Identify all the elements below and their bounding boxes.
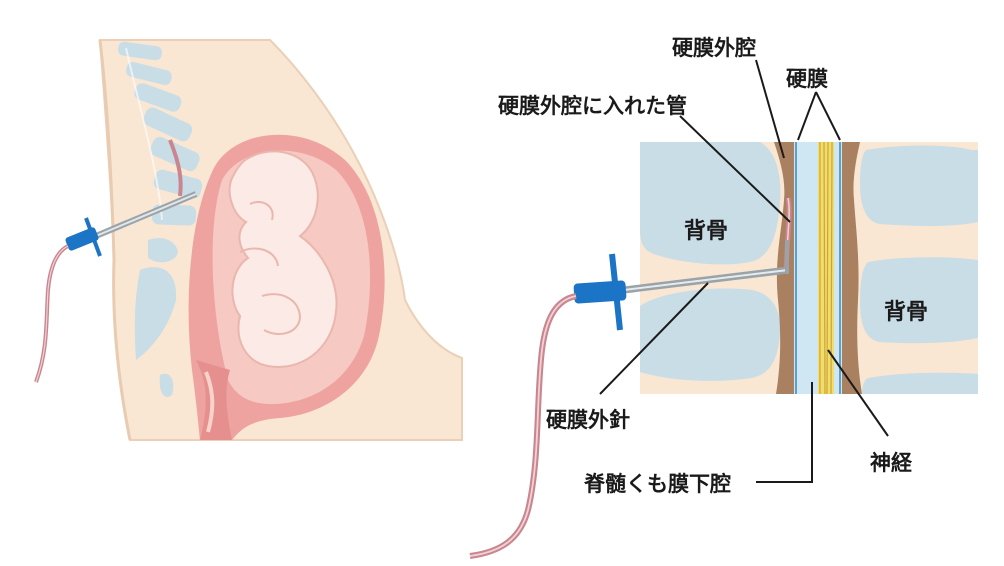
label-vertebra-left: 背骨 — [684, 219, 729, 244]
vertebra-right-middle — [860, 257, 978, 344]
spinal-cross-section — [469, 141, 978, 559]
label-subarachnoid-space: 脊髄くも膜下腔 — [584, 472, 731, 496]
leader-lines — [599, 59, 889, 483]
label-dura: 硬膜 — [786, 67, 828, 91]
vertebra-left-bottom — [640, 288, 781, 381]
spine — [118, 41, 203, 397]
nerve-bundle — [818, 141, 834, 395]
label-epidural-needle: 硬膜外針 — [546, 408, 630, 432]
left-catheter — [168, 139, 183, 197]
label-epidural-space: 硬膜外腔 — [672, 36, 756, 60]
fetus — [228, 150, 338, 368]
label-nerve: 神経 — [870, 451, 912, 475]
pregnant-body-illustration — [34, 39, 463, 441]
vertebra-left-top — [640, 142, 781, 265]
dura-right — [840, 142, 862, 394]
vertebra-right-bottom — [862, 372, 978, 394]
label-epidural-catheter: 硬膜外腔に入れた管 — [498, 94, 687, 118]
vertebra-right-top — [860, 145, 978, 226]
label-vertebra-right: 背骨 — [884, 300, 929, 325]
